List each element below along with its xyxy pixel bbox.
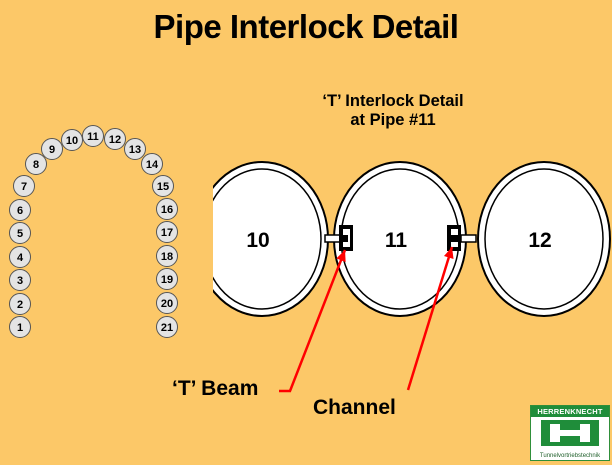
ring-pipe: 20 xyxy=(156,292,178,314)
ring-pipe-circle xyxy=(104,128,126,150)
ring-pipe-circle xyxy=(156,268,178,290)
ring-pipe: 8 xyxy=(25,153,47,175)
ring-pipe: 18 xyxy=(156,245,178,267)
subtitle-line-1: ‘T’ Interlock Detail xyxy=(322,92,464,110)
subtitle-line-2: at Pipe #11 xyxy=(350,111,436,129)
large-pipe: 11 xyxy=(333,161,467,317)
ring-pipe-label: 10 xyxy=(66,135,78,147)
ring-pipe: 12 xyxy=(104,128,126,150)
ring-pipe: 4 xyxy=(9,246,31,268)
ring-pipe-label: 4 xyxy=(17,252,24,264)
ring-pipe-circle xyxy=(13,175,35,197)
ring-pipe-circle xyxy=(9,222,31,244)
ring-pipe: 2 xyxy=(9,293,31,315)
ring-pipe: 19 xyxy=(156,268,178,290)
interlock-subtitle: ‘T’ Interlock Detail at Pipe #11 xyxy=(298,92,488,130)
t-beam-arrow xyxy=(288,249,347,392)
large-pipe-label: 11 xyxy=(385,229,408,252)
t-beam-icon xyxy=(324,225,353,251)
large-pipe-label: 10 xyxy=(246,229,269,252)
interlock-detail: 10 11 12 xyxy=(213,161,611,317)
ring-pipe-label: 7 xyxy=(21,181,27,193)
ring-pipe-circle xyxy=(9,269,31,291)
ring-pipe-circle xyxy=(156,198,178,220)
ring-pipe: 5 xyxy=(9,222,31,244)
callout-arrows xyxy=(279,246,454,393)
ring-pipe-circle xyxy=(25,153,47,175)
ring-pipe: 6 xyxy=(9,199,31,221)
large-pipe: 10 xyxy=(213,161,329,317)
ring-pipe-circle xyxy=(156,292,178,314)
ring-pipe-circle xyxy=(156,316,178,338)
ring-pipe-label: 2 xyxy=(17,299,23,311)
large-pipe: 12 xyxy=(477,161,611,317)
ring-pipe: 1 xyxy=(9,316,31,338)
ring-pipe-circle xyxy=(152,175,174,197)
logo-mark-icon xyxy=(541,420,599,446)
ring-pipe-label: 20 xyxy=(161,298,173,310)
ring-pipe: 15 xyxy=(152,175,174,197)
ring-pipe-circle xyxy=(156,245,178,267)
ring-pipe-label: 9 xyxy=(49,144,55,156)
ring-pipe-label: 11 xyxy=(87,131,99,143)
ring-pipe-circle xyxy=(9,293,31,315)
page-title: Pipe Interlock Detail xyxy=(153,8,459,45)
ring-pipe: 11 xyxy=(82,125,104,147)
ring-pipe-label: 15 xyxy=(157,181,169,193)
ring-pipe-label: 3 xyxy=(17,275,23,287)
ring-pipe: 10 xyxy=(61,129,83,151)
ring-pipe-circle xyxy=(156,221,178,243)
large-pipe-label: 12 xyxy=(528,229,551,252)
ring-pipe-label: 21 xyxy=(161,322,173,334)
ring-pipe-circle xyxy=(41,138,63,160)
ring-pipe: 9 xyxy=(41,138,63,160)
ring-pipe: 3 xyxy=(9,269,31,291)
logo-tagline: Tunnelvortriebstechnik xyxy=(539,453,601,459)
ring-pipe-circle xyxy=(141,153,163,175)
ring-pipe-label: 6 xyxy=(17,205,23,217)
ring-pipe-label: 18 xyxy=(161,251,173,263)
ring-pipe-label: 13 xyxy=(129,144,141,156)
channel-arrow xyxy=(406,246,454,391)
ring-pipe-label: 5 xyxy=(17,228,23,240)
ring-pipe: 16 xyxy=(156,198,178,220)
ring-pipe-circle xyxy=(61,129,83,151)
channel-label: Channel xyxy=(313,396,396,419)
channel-icon xyxy=(447,225,477,251)
ring-pipe-label: 16 xyxy=(161,204,173,216)
ring-pipe-circle xyxy=(82,125,104,147)
ring-pipe-circle xyxy=(124,138,146,160)
ring-pipe-circle xyxy=(9,246,31,268)
ring-pipe: 17 xyxy=(156,221,178,243)
ring-pipe-circle xyxy=(9,199,31,221)
t-beam-label: ‘T’ Beam xyxy=(172,377,259,400)
logo-brand: HERRENKNECHT xyxy=(531,406,609,417)
ring-pipe-circle xyxy=(9,316,31,338)
ring-pipe: 13 xyxy=(124,138,146,160)
ring-pipe-label: 8 xyxy=(33,159,39,171)
ring-pipe-label: 1 xyxy=(17,322,23,334)
large-pipe-inner xyxy=(484,168,604,310)
ring-pipe: 21 xyxy=(156,316,178,338)
ring-pipe-label: 19 xyxy=(161,274,173,286)
ring-pipe: 14 xyxy=(141,153,163,175)
herrenknecht-logo: HERRENKNECHT Tunnelvortriebstechnik xyxy=(530,405,610,461)
ring-pipe-label: 12 xyxy=(109,134,121,146)
ring-pipe-label: 17 xyxy=(161,227,173,239)
ring-pipe-label: 14 xyxy=(146,159,159,171)
large-pipe-inner xyxy=(213,168,322,310)
ring-pipe: 7 xyxy=(13,175,35,197)
